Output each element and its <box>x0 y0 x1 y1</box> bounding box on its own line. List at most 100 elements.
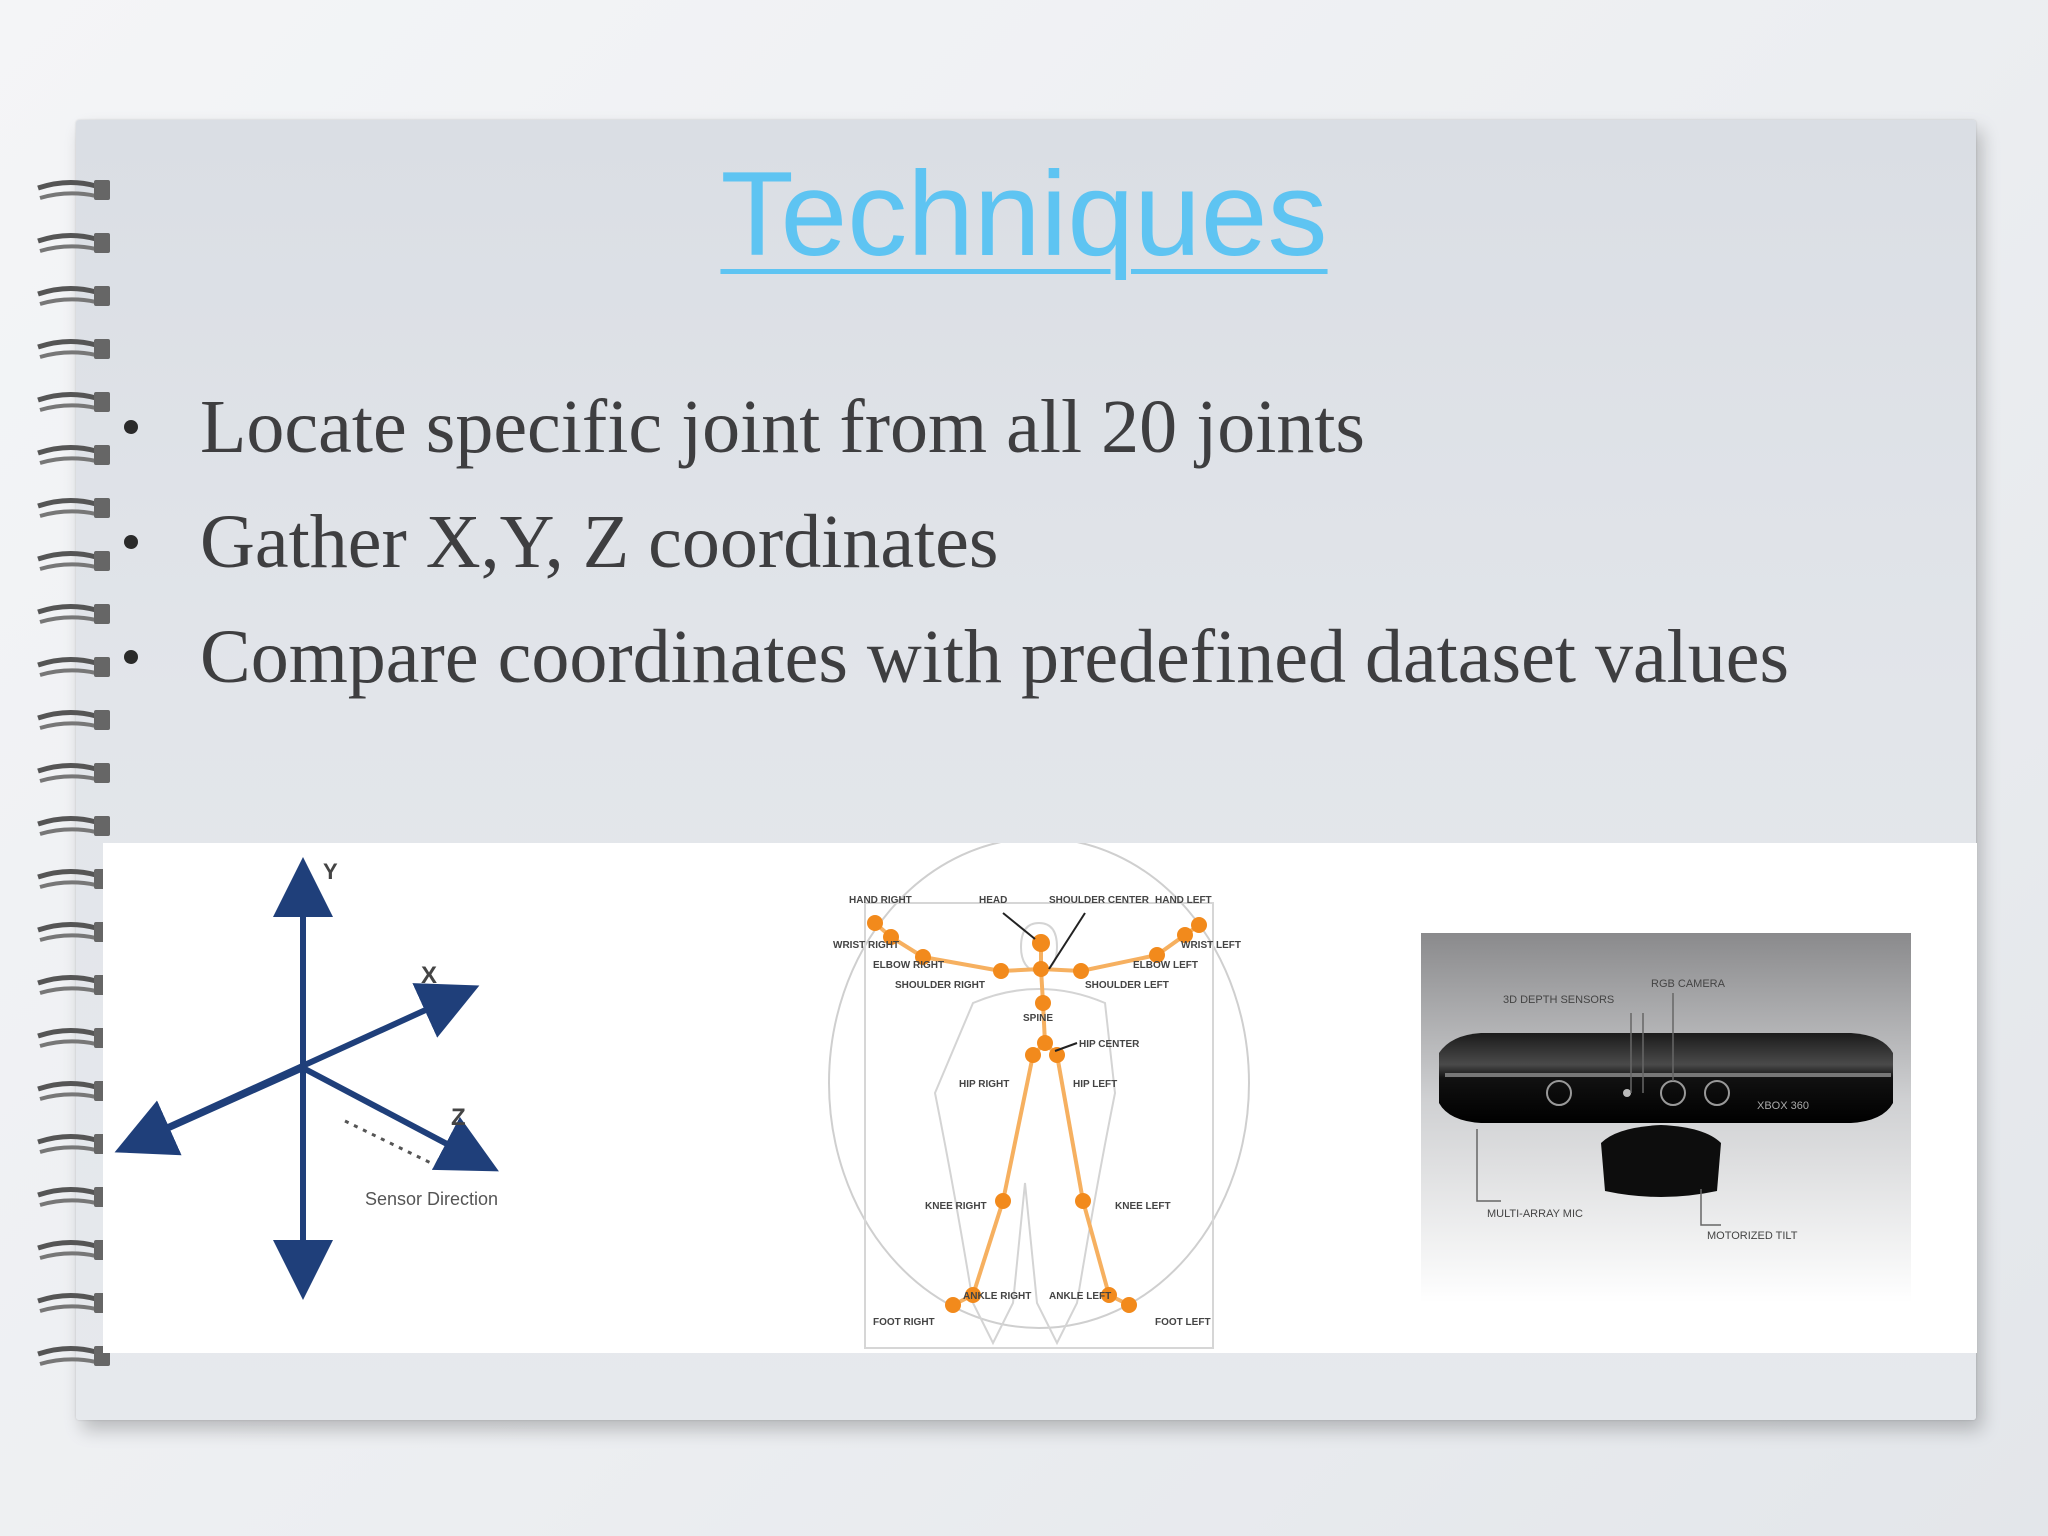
bullet-item: Compare coordinates with predefined data… <box>120 600 1789 715</box>
spiral-ring-icon <box>37 286 110 306</box>
spiral-ring-icon <box>37 339 110 359</box>
spiral-ring-icon <box>37 763 110 783</box>
head-pointer-line <box>1002 912 1036 940</box>
label-hip-left: HIP LEFT <box>1073 1079 1117 1090</box>
label-hip-right: HIP RIGHT <box>959 1079 1009 1090</box>
skeleton-joints <box>867 915 1207 1313</box>
sensor-direction-caption: Sensor Direction <box>365 1189 498 1209</box>
joint-marker-wrist-l <box>1177 927 1193 943</box>
joint-marker-wrist-r <box>883 929 899 945</box>
bullet-text: Gather X,Y, Z coordinates <box>200 500 999 584</box>
joint-marker-knee-l <box>1075 1193 1091 1209</box>
joint-marker-hip-c <box>1037 1035 1053 1051</box>
spiral-ring-icon <box>37 551 110 571</box>
bullet-text: Compare coordinates with predefined data… <box>200 615 1790 699</box>
spiral-ring-icon <box>37 816 110 836</box>
z-axis-line <box>301 1065 499 1172</box>
label-foot-right: FOOT RIGHT <box>873 1317 935 1328</box>
z-axis-label: Z <box>451 1104 466 1131</box>
spiral-ring-icon <box>37 1293 110 1313</box>
spiral-ring-icon <box>37 180 110 200</box>
bullet-list: Locate specific joint from all 20 joints… <box>120 370 1789 715</box>
slide-title: Techniques <box>720 147 1328 281</box>
spiral-ring-icon <box>37 1346 110 1366</box>
label-head: HEAD <box>979 895 1007 906</box>
label-brand: XBOX 360 <box>1757 1100 1809 1112</box>
joint-marker-hip-r <box>1025 1047 1041 1063</box>
label-knee-right: KNEE RIGHT <box>925 1201 987 1212</box>
joint-marker-shoulder-r <box>993 963 1009 979</box>
label-shoulder-center: SHOULDER CENTER <box>1049 895 1150 906</box>
label-wrist-left: WRIST LEFT <box>1181 940 1241 951</box>
spiral-ring-icon <box>37 1081 110 1101</box>
label-knee-left: KNEE LEFT <box>1115 1201 1171 1212</box>
bullet-item: Locate specific joint from all 20 joints <box>120 370 1789 485</box>
skeleton-bone <box>1080 953 1158 973</box>
spiral-ring-icon <box>37 710 110 730</box>
sensor-direction-dashes <box>344 1119 436 1167</box>
label-foot-left: FOOT LEFT <box>1155 1317 1211 1328</box>
label-shoulder-left: SHOULDER LEFT <box>1085 980 1169 991</box>
label-rgb-camera: RGB CAMERA <box>1651 978 1726 990</box>
spiral-ring-icon <box>37 1187 110 1207</box>
joint-marker-hand-r <box>867 915 883 931</box>
label-shoulder-right: SHOULDER RIGHT <box>895 980 985 991</box>
label-hand-right: HAND RIGHT <box>849 895 912 906</box>
joint-marker-hip-l <box>1049 1047 1065 1063</box>
spiral-ring-icon <box>37 392 110 412</box>
skeleton-bone <box>971 1200 1005 1296</box>
kinect-base <box>1601 1125 1721 1197</box>
spiral-ring-icon <box>37 445 110 465</box>
figure-strip: Y X Z Sensor Direction HAND RIGHT HEAD S… <box>103 843 1977 1353</box>
mic-pointer <box>1476 1129 1501 1202</box>
skeleton-bone <box>1081 1200 1111 1296</box>
joint-marker-ankle-l <box>1101 1287 1117 1303</box>
label-hand-left: HAND LEFT <box>1155 895 1212 906</box>
label-elbow-right: ELBOW RIGHT <box>873 960 944 971</box>
kinect-led <box>1623 1089 1631 1097</box>
spiral-ring-icon <box>37 604 110 624</box>
label-motorized-tilt: MOTORIZED TILT <box>1707 1230 1798 1242</box>
vitruvian-square <box>864 902 1214 1349</box>
kinect-sensor-figure: 3D DEPTH SENSORS RGB CAMERA XBOX 360 MUL… <box>1421 933 1911 1303</box>
label-multi-array-mic: MULTI-ARRAY MIC <box>1487 1208 1583 1220</box>
spiral-ring-icon <box>37 1240 110 1260</box>
label-ankle-right: ANKLE RIGHT <box>963 1291 1031 1302</box>
skeleton-joints-figure: HAND RIGHT HEAD SHOULDER CENTER HAND LEF… <box>828 843 1250 1349</box>
bullet-item: Gather X,Y, Z coordinates <box>120 485 1789 600</box>
kinect-sensor-bar <box>1439 1033 1893 1123</box>
joint-marker-elbow-r <box>915 949 931 965</box>
x-axis-label: X <box>421 962 437 989</box>
label-ankle-left: ANKLE LEFT <box>1049 1291 1111 1302</box>
skeleton-bone <box>1001 1054 1035 1202</box>
bullet-dot-icon <box>124 420 138 434</box>
spiral-ring-icon <box>37 1028 110 1048</box>
skeleton-joint-labels: HAND RIGHT HEAD SHOULDER CENTER HAND LEF… <box>833 895 1241 1328</box>
joint-marker-spine <box>1035 995 1051 1011</box>
label-wrist-right: WRIST RIGHT <box>833 940 899 951</box>
bullet-text: Locate specific joint from all 20 joints <box>200 385 1366 469</box>
label-elbow-left: ELBOW LEFT <box>1133 960 1198 971</box>
joint-marker-ankle-r <box>965 1287 981 1303</box>
joint-marker-foot-l <box>1121 1297 1137 1313</box>
y-axis-label: Y <box>323 859 338 884</box>
kinect-depth-sensor-right <box>1704 1080 1730 1106</box>
spiral-ring-icon <box>37 657 110 677</box>
joint-marker-shoulder-l <box>1073 963 1089 979</box>
spiral-ring-icon <box>37 975 110 995</box>
coordinate-axes-figure: Y X Z Sensor Direction <box>114 857 499 1300</box>
label-depth-sensors: 3D DEPTH SENSORS <box>1503 994 1614 1006</box>
kinect-highlight <box>1445 1073 1891 1077</box>
joint-marker-hand-l <box>1191 917 1207 933</box>
joint-marker-elbow-l <box>1149 947 1165 963</box>
joint-marker-knee-r <box>995 1193 1011 1209</box>
skeleton-bone <box>922 955 1002 973</box>
spiral-ring-icon <box>37 233 110 253</box>
joint-marker-foot-r <box>945 1297 961 1313</box>
bullet-dot-icon <box>124 650 138 664</box>
bullet-dot-icon <box>124 535 138 549</box>
tilt-pointer <box>1700 1189 1721 1226</box>
kinect-depth-sensor-left <box>1546 1080 1572 1106</box>
vitruvian-circle <box>828 843 1250 1329</box>
spiral-ring-icon <box>37 922 110 942</box>
